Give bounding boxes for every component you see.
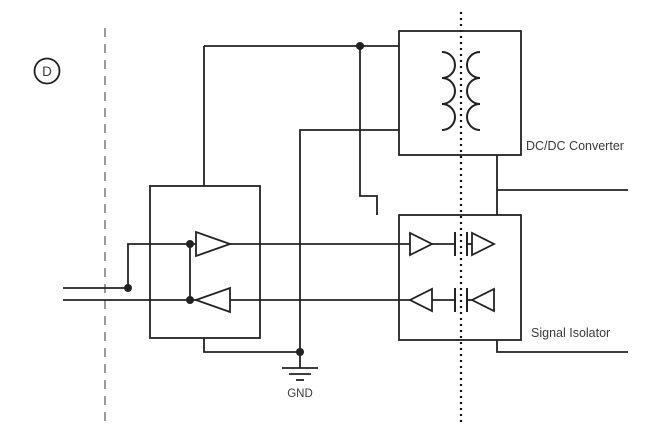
isolator-bottom-left-triangle-icon <box>407 287 433 313</box>
junction-dot-loopback-top <box>186 240 194 248</box>
junction-dot-supply <box>356 42 364 50</box>
transformer-primary-winding <box>441 51 456 131</box>
wire-buffer-to-ground <box>203 338 300 353</box>
isolator-top-right-triangle-icon <box>471 231 497 257</box>
wire-ground-rail <box>299 129 399 368</box>
panel-marker-circle <box>33 57 61 85</box>
ground-label: GND <box>287 388 313 400</box>
receiver-triangle-icon <box>193 286 231 314</box>
isolator-bottom-right-triangle-icon <box>469 287 495 313</box>
ground-symbol-icon <box>282 367 318 381</box>
junction-dot-loopback-bottom <box>186 296 194 304</box>
junction-dots <box>124 42 364 356</box>
wire-bus-a-riser <box>127 243 196 288</box>
wire-output-rail-bottom <box>496 340 628 353</box>
junction-dot-ground <box>296 348 304 356</box>
transformer-secondary-winding <box>466 51 481 131</box>
panel-marker: D <box>33 57 61 85</box>
dcdc-converter-box <box>398 30 522 156</box>
transformer-icon <box>441 51 481 131</box>
buffer-stage-symbols <box>193 230 233 314</box>
wires <box>63 45 628 368</box>
panel-marker-letter: D <box>42 64 52 79</box>
isolator-top-left-triangle-icon <box>409 231 435 257</box>
junction-dot-bus-a <box>124 284 132 292</box>
signal-isolator-symbols <box>407 231 497 313</box>
dcdc-converter-label: DC/DC Converter <box>526 139 624 153</box>
driver-triangle-icon <box>195 230 233 258</box>
signal-isolator-label: Signal Isolator <box>531 326 610 340</box>
signal-isolator-box <box>398 214 522 341</box>
buffer-stage-box <box>149 185 261 339</box>
wire-supply-to-isolator <box>359 46 378 215</box>
